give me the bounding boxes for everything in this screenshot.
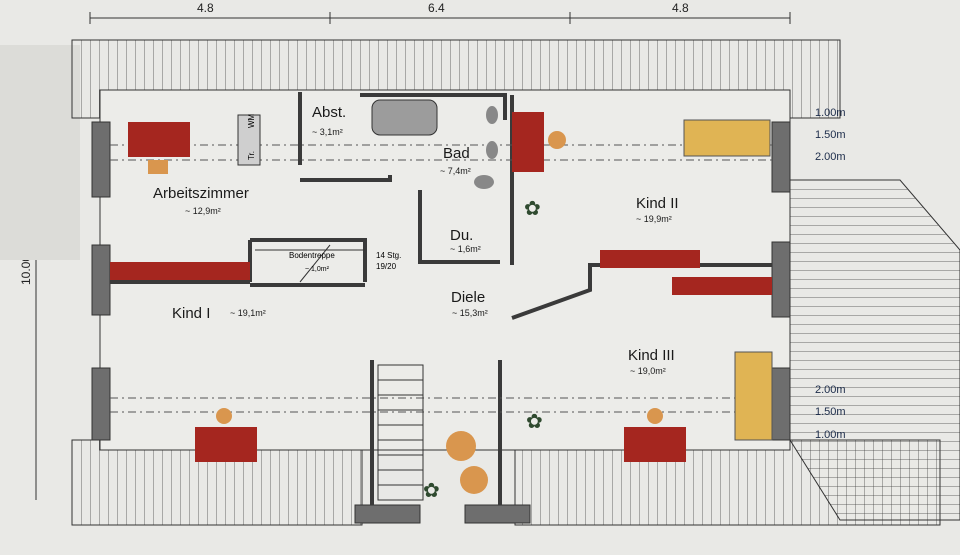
washer-dryer — [237, 114, 261, 166]
table — [446, 431, 476, 461]
height-mark: 1.50m — [815, 406, 846, 418]
height-mark: 2.00m — [815, 384, 846, 396]
wall — [91, 367, 111, 441]
armchair — [460, 466, 488, 494]
washer-label: WM — [247, 113, 256, 128]
plant-icon: ✿ — [524, 198, 541, 220]
room-bad-area: ~ 7,4m² — [440, 166, 471, 176]
height-mark: 1.50m — [815, 129, 846, 141]
room-kind3: Kind III — [628, 347, 675, 364]
beam — [110, 262, 250, 280]
room-arbeitszimmer: Arbeitszimmer — [153, 185, 249, 202]
room-arbeitszimmer-area: ~ 12,9m² — [185, 206, 221, 216]
room-abst: Abst. — [312, 104, 346, 121]
desk-kind3 — [624, 408, 686, 462]
dryer-label: Tr. — [247, 151, 256, 160]
bathtub — [371, 99, 438, 136]
room-bodentreppe-area: ~ 1,0m² — [305, 266, 330, 273]
terrace — [0, 45, 80, 260]
room-kind1-area: ~ 19,1m² — [230, 308, 266, 318]
staircase — [377, 364, 424, 501]
room-diele-area: ~ 15,3m² — [452, 308, 488, 318]
plant-icon: ✿ — [526, 411, 543, 433]
wall — [354, 504, 421, 524]
dim-left: 4.8 — [197, 1, 214, 15]
room-kind2-area: ~ 19,9m² — [636, 214, 672, 224]
plant-icon: ✿ — [423, 480, 440, 502]
beam — [600, 250, 700, 268]
dim-right: 4.8 — [672, 1, 689, 15]
bed-kind2 — [683, 119, 771, 157]
room-dusche-area: ~ 1,6m² — [450, 244, 481, 254]
wall — [771, 241, 791, 318]
stairs-steps: 14 Stg. — [376, 251, 401, 260]
wall — [91, 121, 111, 198]
dim-height: 10.00 — [19, 255, 33, 285]
desk-kind2 — [512, 112, 566, 172]
toilet — [474, 175, 494, 189]
sink — [486, 106, 498, 124]
wall — [91, 244, 111, 316]
sink — [486, 141, 498, 159]
room-dusche: Du. — [450, 227, 473, 244]
beam — [672, 277, 772, 295]
dimension-line-top: 4.8 6.4 4.8 — [89, 1, 791, 24]
bed-kind3 — [734, 351, 773, 441]
room-kind2: Kind II — [636, 195, 679, 212]
wall — [464, 504, 531, 524]
room-bodentreppe: Bodentreppe — [289, 251, 335, 260]
attic-ladder — [255, 244, 365, 283]
wall — [771, 121, 791, 193]
room-diele: Diele — [451, 289, 485, 306]
dim-middle: 6.4 — [428, 1, 445, 15]
height-mark: 2.00m — [815, 151, 846, 163]
desk-kind1 — [195, 408, 257, 462]
height-mark: 1.00m — [815, 429, 846, 441]
desk-arbeitszimmer — [128, 122, 190, 174]
wall — [771, 367, 791, 441]
room-kind3-area: ~ 19,0m² — [630, 366, 666, 376]
room-abst-area: ~ 3,1m² — [312, 127, 343, 137]
stairs-ratio: 19/20 — [376, 262, 397, 271]
room-kind1: Kind I — [172, 305, 210, 322]
roof-side-right — [789, 179, 960, 521]
height-mark: 1.00m — [815, 107, 846, 119]
room-bad: Bad — [443, 145, 470, 162]
